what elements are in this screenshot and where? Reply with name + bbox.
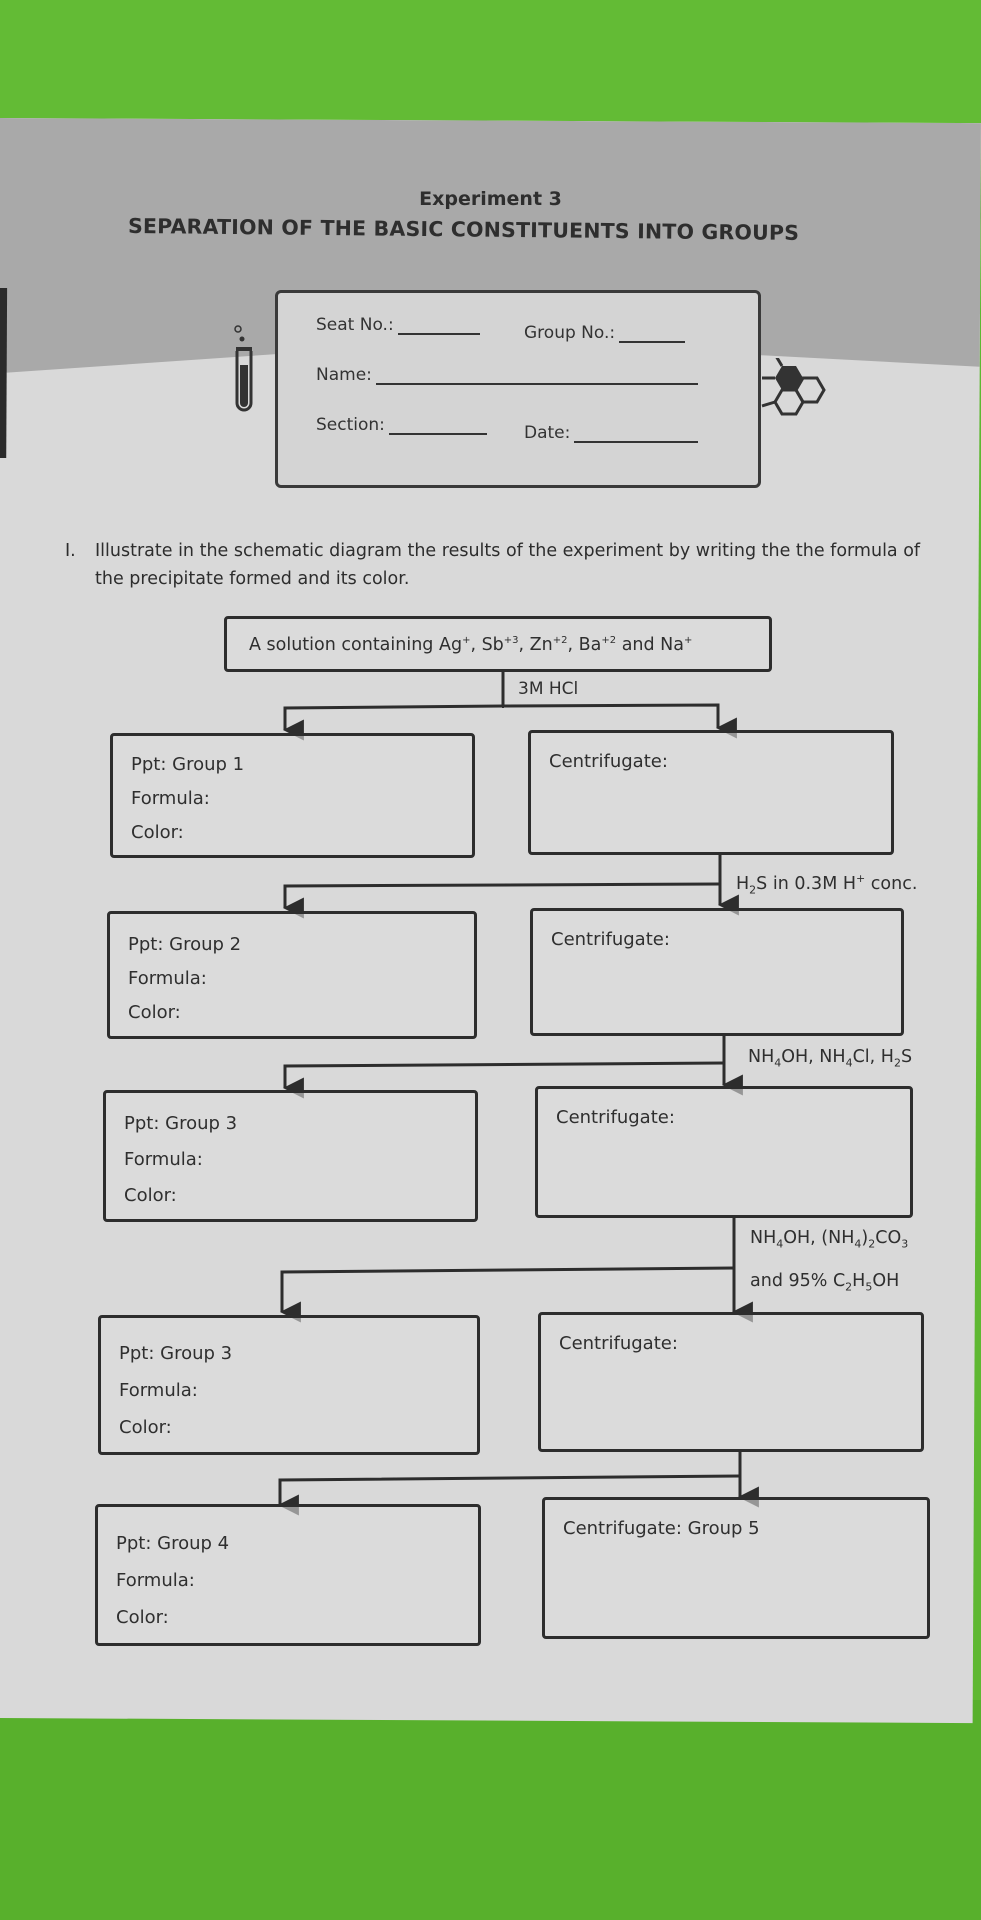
instruction-text: Illustrate in the schematic diagram the … <box>95 541 921 589</box>
reagent-hcl: 3M HCl <box>502 674 606 708</box>
section-field[interactable]: Section: <box>316 415 487 435</box>
formula-label: Formula: <box>116 1570 195 1591</box>
centrifugate-box-1: Centrifugate: <box>528 730 894 855</box>
precipitate-box-group-3b: Ppt: Group 3 Formula: Color: <box>98 1315 480 1455</box>
ppt-title: Ppt: Group 3 <box>119 1343 233 1364</box>
precipitate-box-group-3a: Ppt: Group 3 Formula: Color: <box>103 1090 478 1222</box>
centrifugate-box-group-5: Centrifugate: Group 5 <box>542 1497 930 1639</box>
name-field[interactable]: Name: <box>316 365 698 385</box>
experiment-number: Experiment 3 <box>419 188 562 210</box>
reagent-nh4oh-nh4cl-h2s: NH4OH, NH4Cl, H2S <box>748 1047 913 1070</box>
centrifugate-title: Centrifugate: <box>551 929 670 950</box>
formula-label: Formula: <box>131 788 210 809</box>
centrifugate-box-3: Centrifugate: <box>535 1086 913 1218</box>
section-blank[interactable] <box>388 432 487 435</box>
centrifugate-title: Centrifugate: <box>549 751 668 772</box>
formula-label: Formula: <box>128 968 207 989</box>
reagent-nh4oh-nh4co3: NH4OH, (NH4)2CO3 and 95% C2H5OH <box>750 1223 908 1302</box>
molecule-icon <box>761 358 826 416</box>
start-solution-box: A solution containing Ag+, Sb+3, Zn+2, B… <box>224 616 772 672</box>
test-tube-icon <box>234 325 253 412</box>
section-label: Section: <box>316 415 385 435</box>
reagent-line-1: NH4OH, (NH4)2CO3 <box>750 1228 909 1251</box>
color-label: Color: <box>131 822 184 843</box>
centrifugate-title: Centrifugate: <box>556 1107 675 1128</box>
color-label: Color: <box>124 1185 177 1206</box>
formula-label: Formula: <box>124 1149 203 1170</box>
ppt-title: Ppt: Group 3 <box>124 1113 238 1134</box>
color-label: Color: <box>128 1002 181 1023</box>
date-blank[interactable] <box>574 440 699 443</box>
formula-label: Formula: <box>119 1380 198 1401</box>
centrifugate-title: Centrifugate: <box>559 1333 678 1354</box>
reagent-h2s-acid: H2S in 0.3M H+ conc. <box>736 872 918 897</box>
instruction-number: I. <box>65 541 76 561</box>
name-label: Name: <box>316 365 372 385</box>
group-no-label: Group No.: <box>524 323 616 343</box>
group-no-field[interactable]: Group No.: <box>524 323 686 343</box>
ppt-title: Ppt: Group 2 <box>128 934 242 955</box>
date-field[interactable]: Date: <box>524 423 699 443</box>
centrifugate-title: Centrifugate: Group 5 <box>563 1518 760 1539</box>
student-info-card: Seat No.: Group No.: Name: Section: Date… <box>275 290 761 488</box>
date-label: Date: <box>524 423 571 443</box>
seat-no-label: Seat No.: <box>316 315 394 335</box>
reagent-line-2: and 95% C2H5OH <box>750 1270 900 1294</box>
precipitate-box-group-1: Ppt: Group 1 Formula: Color: <box>110 733 475 858</box>
precipitate-box-group-2: Ppt: Group 2 Formula: Color: <box>107 911 477 1039</box>
group-no-blank[interactable] <box>619 340 686 343</box>
start-solution-text: A solution containing Ag+, Sb+3, Zn+2, B… <box>249 635 693 655</box>
ppt-title: Ppt: Group 4 <box>116 1533 230 1554</box>
name-blank[interactable] <box>375 382 698 385</box>
precipitate-box-group-4: Ppt: Group 4 Formula: Color: <box>95 1504 481 1646</box>
ppt-title: Ppt: Group 1 <box>131 754 245 775</box>
background-surface-bottom <box>0 1700 981 1920</box>
centrifugate-box-2: Centrifugate: <box>530 908 904 1036</box>
binder-edge <box>0 287 8 459</box>
color-label: Color: <box>116 1607 169 1628</box>
centrifugate-box-4: Centrifugate: <box>538 1312 924 1452</box>
color-label: Color: <box>119 1417 172 1438</box>
seat-no-blank[interactable] <box>397 332 480 335</box>
seat-no-field[interactable]: Seat No.: <box>316 315 480 335</box>
